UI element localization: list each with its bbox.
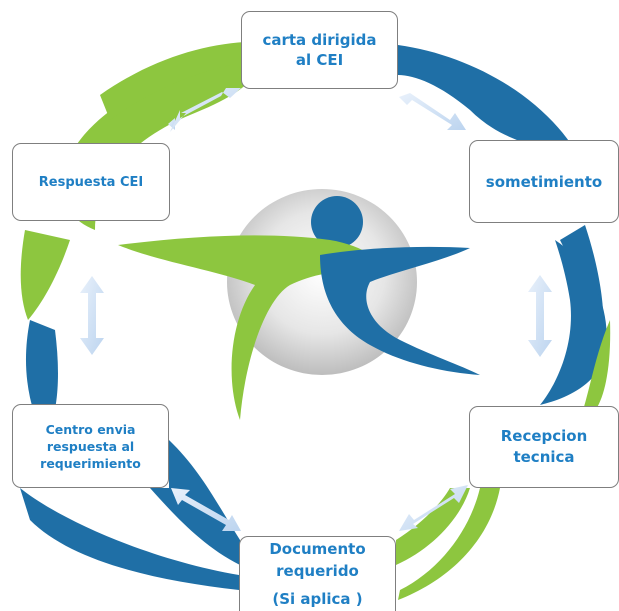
node-carta-dirigida-line1: carta dirigida [262, 31, 377, 49]
node-carta-dirigida: carta dirigida al CEI [241, 11, 398, 89]
node-documento-line3: (Si aplica ) [272, 590, 363, 608]
node-recepcion-line2: tecnica [513, 448, 575, 466]
arrow-top-to-right-upper [399, 93, 466, 130]
hand-shape-top-left [61, 42, 257, 230]
arrow-bottom-to-left-lower [171, 488, 241, 531]
node-carta-dirigida-line2: al CEI [295, 51, 344, 69]
node-respuesta-cei: Respuesta CEI [12, 143, 170, 221]
node-centro-envia: Centro envia respuesta al requerimiento [12, 404, 169, 488]
arrow-right-upper-to-right-lower [528, 275, 552, 357]
node-recepcion-tecnica: Recepcion tecnica [469, 406, 619, 488]
arrow-left-upper-to-top [168, 88, 241, 132]
arrow-left-lower-to-left-upper [80, 276, 104, 355]
node-documento-requerido: Documento requerido (Si aplica ) [239, 536, 396, 611]
node-recepcion-line1: Recepcion [500, 427, 588, 445]
node-respuesta-cei-label: Respuesta CEI [38, 174, 144, 190]
arrow-right-lower-to-bottom [399, 485, 468, 531]
node-sometimiento: sometimiento [469, 140, 619, 223]
node-documento-line1: Documento [269, 540, 366, 558]
node-documento-line2: requerido [276, 562, 359, 580]
node-centro-line3: requerimiento [40, 455, 141, 471]
logo-blue-figure [320, 246, 480, 375]
logo-blue-head [311, 196, 363, 248]
logo-green-figure [118, 235, 390, 420]
node-centro-line1: Centro envia [45, 421, 136, 437]
hand-shape-right [540, 240, 611, 420]
node-sometimiento-label: sometimiento [485, 172, 603, 191]
node-centro-line2: respuesta al [46, 438, 135, 454]
hand-shape-left [20, 230, 70, 320]
hand-shape-bottom-right [396, 488, 500, 600]
